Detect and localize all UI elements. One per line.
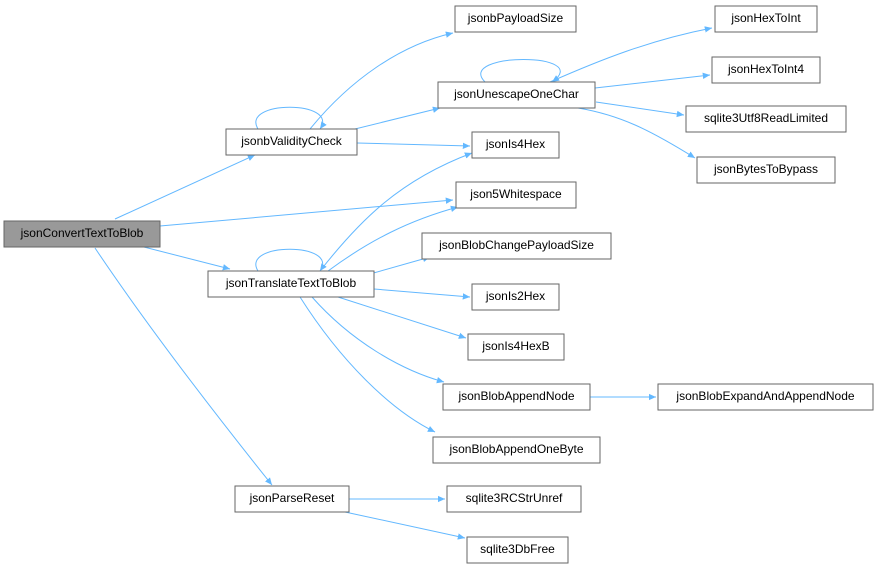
edges — [94, 26, 713, 540]
node-jsonbvaliditycheck[interactable]: jsonbValidityCheck — [225, 128, 358, 156]
node-jsonbpayloadsize[interactable]: jsonbPayloadSize — [454, 5, 577, 33]
svg-text:jsonIs4HexB: jsonIs4HexB — [481, 339, 549, 353]
svg-text:jsonConvertTextToBlob: jsonConvertTextToBlob — [20, 226, 144, 240]
edge-translate-to-whitespace — [327, 205, 459, 272]
edge-translate-to-is2hex — [373, 288, 471, 300]
node-jsonblobexpandandappendnode[interactable]: jsonBlobExpandAndAppendNode — [657, 383, 874, 411]
svg-text:jsonBytesToBypass: jsonBytesToBypass — [713, 162, 818, 176]
svg-text:jsonBlobChangePayloadSize: jsonBlobChangePayloadSize — [438, 238, 594, 252]
svg-text:sqlite3Utf8ReadLimited: sqlite3Utf8ReadLimited — [704, 111, 828, 125]
svg-text:jsonbPayloadSize: jsonbPayloadSize — [467, 11, 564, 25]
node-jsonis4hexb[interactable]: jsonIs4HexB — [467, 333, 565, 361]
edge-translate-to-is4hexb — [337, 296, 467, 339]
node-jsonhextoint[interactable]: jsonHexToInt — [714, 5, 818, 33]
svg-text:jsonBlobExpandAndAppendNode: jsonBlobExpandAndAppendNode — [675, 389, 854, 403]
svg-text:jsonbValidityCheck: jsonbValidityCheck — [240, 134, 342, 148]
svg-text:jsonParseReset: jsonParseReset — [249, 491, 335, 505]
edge-validity-self — [255, 106, 327, 130]
edge-convert-to-whitespace — [159, 197, 454, 227]
edge-convert-to-translate — [139, 245, 231, 271]
node-jsonbytestobypass[interactable]: jsonBytesToBypass — [696, 156, 836, 184]
node-sqlite3utf8readlimited[interactable]: sqlite3Utf8ReadLimited — [685, 105, 847, 133]
node-jsonblobappendonebyte[interactable]: jsonBlobAppendOneByte — [432, 436, 601, 464]
edge-validity-to-is4hex — [356, 142, 471, 150]
edge-convert-to-validity — [114, 154, 256, 220]
node-jsonblobchangepayloadsize[interactable]: jsonBlobChangePayloadSize — [421, 232, 612, 260]
svg-text:jsonUnescapeOneChar: jsonUnescapeOneChar — [453, 87, 579, 101]
svg-text:json5Whitespace: json5Whitespace — [469, 187, 562, 201]
edge-parsereset-to-dbfree — [344, 511, 466, 540]
node-jsonis4hex[interactable]: jsonIs4Hex — [471, 131, 560, 159]
svg-text:sqlite3DbFree: sqlite3DbFree — [480, 542, 555, 556]
edge-unescape-self — [480, 59, 561, 83]
node-jsonbwhitespace[interactable]: json5Whitespace — [455, 181, 577, 209]
svg-text:jsonHexToInt: jsonHexToInt — [730, 11, 801, 25]
svg-text:jsonIs4Hex: jsonIs4Hex — [485, 137, 545, 151]
node-jsonunescapeonechar[interactable]: jsonUnescapeOneChar — [437, 81, 596, 109]
edge-translate-to-changepayload — [369, 255, 431, 275]
edge-translate-to-is4hex — [319, 152, 473, 272]
node-jsonhextoint4[interactable]: jsonHexToInt4 — [711, 56, 821, 84]
svg-text:jsonBlobAppendNode: jsonBlobAppendNode — [457, 389, 574, 403]
node-jsonconverttexttoblob[interactable]: jsonConvertTextToBlob — [3, 220, 161, 248]
edge-convert-to-parsereset — [94, 247, 273, 486]
node-jsonis2hex[interactable]: jsonIs2Hex — [471, 283, 560, 311]
svg-text:jsonTranslateTextToBlob: jsonTranslateTextToBlob — [225, 276, 357, 290]
svg-text:jsonHexToInt4: jsonHexToInt4 — [727, 62, 804, 76]
node-jsonblobappendnode[interactable]: jsonBlobAppendNode — [442, 383, 591, 411]
svg-text:jsonBlobAppendOneByte: jsonBlobAppendOneByte — [448, 442, 583, 456]
node-jsonparsereset[interactable]: jsonParseReset — [234, 485, 350, 513]
edge-validity-to-payloadsize — [309, 31, 454, 130]
edge-unescape-to-bytestobypass — [577, 107, 696, 159]
edge-unescape-to-hextoint — [549, 26, 713, 83]
svg-text:sqlite3RCStrUnref: sqlite3RCStrUnref — [466, 491, 563, 505]
edge-unescape-to-hextoint4 — [594, 72, 711, 89]
edge-translate-to-appendnode — [311, 296, 445, 384]
node-jsontranslatetexttoblob[interactable]: jsonTranslateTextToBlob — [207, 270, 375, 298]
node-sqlite3dbfree[interactable]: sqlite3DbFree — [466, 536, 569, 564]
svg-text:jsonIs2Hex: jsonIs2Hex — [485, 289, 545, 303]
edge-unescape-to-utf8 — [595, 101, 685, 118]
node-sqlite3rcstrunref[interactable]: sqlite3RCStrUnref — [446, 485, 582, 513]
edge-translate-to-appendonebyte — [299, 296, 436, 433]
edge-translate-self — [255, 248, 327, 272]
edge-validity-to-unescape — [354, 106, 441, 130]
